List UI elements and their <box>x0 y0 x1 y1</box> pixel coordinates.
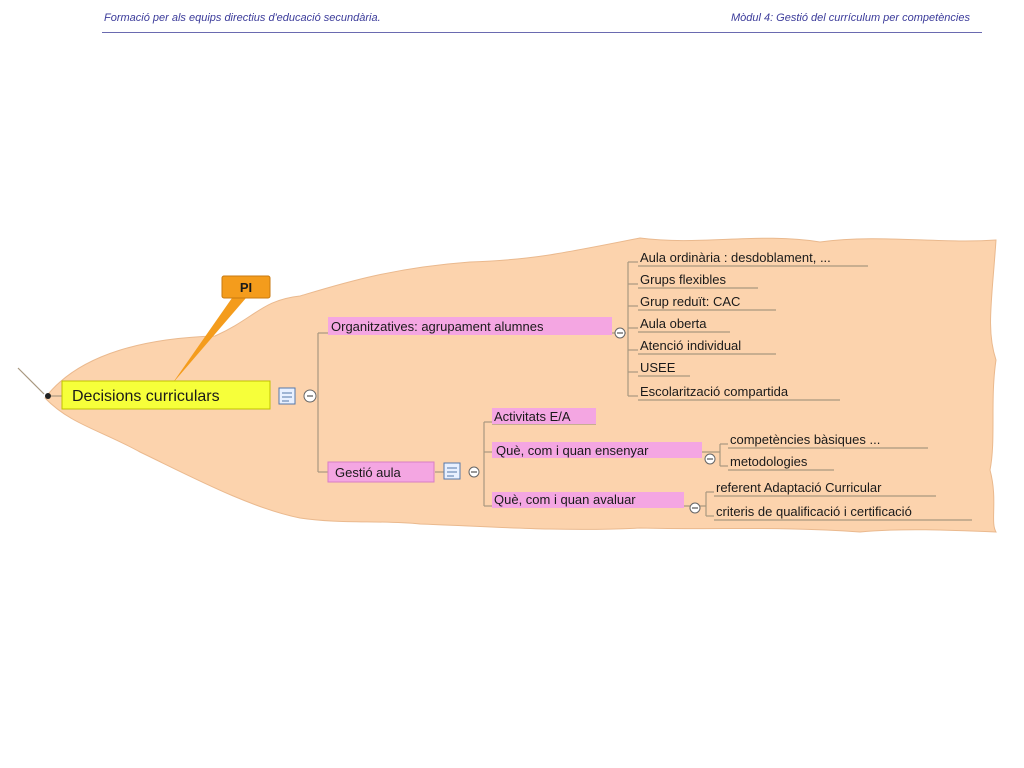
header-right-text: Mòdul 4: Gestió del currículum per compe… <box>730 12 970 24</box>
pi-callout-label: PI <box>240 280 252 295</box>
leaf-escolaritzacio-compartida[interactable]: Escolarització compartida <box>640 384 789 399</box>
sub-activitats-label: Activitats E/A <box>494 409 571 424</box>
mind-map-background <box>44 237 997 533</box>
sub-ensenyar-label: Què, com i quan ensenyar <box>496 443 649 458</box>
gestio-aula-note-icon[interactable] <box>443 462 461 480</box>
header-divider <box>102 32 982 33</box>
branch-organitzatives-collapse-button[interactable] <box>614 327 626 339</box>
leaf-referent-adaptacio[interactable]: referent Adaptació Curricular <box>716 480 882 495</box>
branch-gestio-aula-node[interactable] <box>327 461 435 483</box>
leaf-aula-ordinaria[interactable]: Aula ordinària : desdoblament, ... <box>640 250 831 265</box>
sub-ensenyar-collapse-button[interactable] <box>704 453 716 465</box>
pi-callout-box <box>221 275 271 299</box>
sub-ensenyar-node[interactable] <box>492 442 702 458</box>
leaf-aula-oberta[interactable]: Aula oberta <box>640 316 707 331</box>
leaf-metodologies[interactable]: metodologies <box>730 454 808 469</box>
root-collapse-button[interactable] <box>303 389 317 403</box>
root-note-icon[interactable] <box>278 387 296 405</box>
header-left-text: Formació per als equips directius d'educ… <box>104 12 381 24</box>
leaf-atencio-individual[interactable]: Atenció individual <box>640 338 741 353</box>
gestio-aula-collapse-button[interactable] <box>468 466 480 478</box>
branch-organitzatives-node[interactable] <box>328 317 612 335</box>
root-node[interactable] <box>61 380 271 410</box>
leaf-competencies-basiques[interactable]: competències bàsiques ... <box>730 432 880 447</box>
branch-gestio-aula-label: Gestió aula <box>335 465 402 480</box>
leaf-grup-reduit[interactable]: Grup reduït: CAC <box>640 294 740 309</box>
sub-avaluar-label: Què, com i quan avaluar <box>494 492 636 507</box>
leaf-criteris-qualificacio[interactable]: criteris de qualificació i certificació <box>716 504 912 519</box>
branch-organitzatives-label: Organitzatives: agrupament alumnes <box>331 319 544 334</box>
sub-avaluar-collapse-button[interactable] <box>689 502 701 514</box>
root-node-label: Decisions curriculars <box>72 388 220 405</box>
leaf-usee[interactable]: USEE <box>640 360 676 375</box>
leaf-grups-flexibles[interactable]: Grups flexibles <box>640 272 726 287</box>
sub-avaluar-node[interactable] <box>492 492 684 508</box>
sub-activitats-node[interactable] <box>492 408 596 424</box>
root-anchor-dot <box>45 393 51 399</box>
pi-callout-pointer <box>172 298 246 384</box>
